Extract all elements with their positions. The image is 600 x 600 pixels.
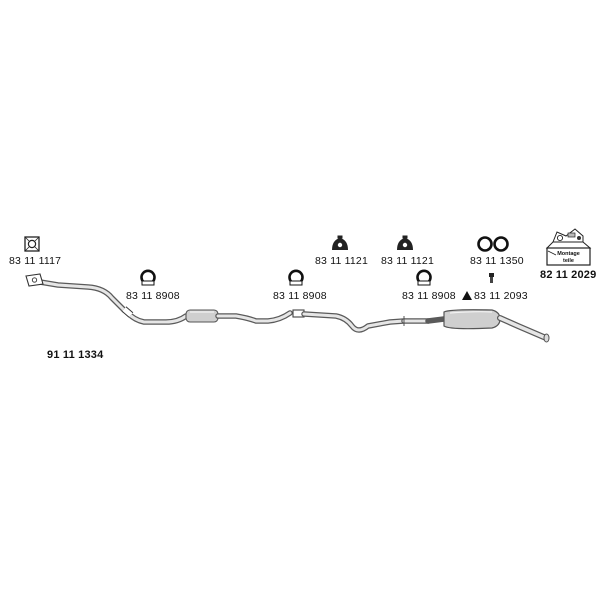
clamp-3-label: 83 11 8908 — [402, 290, 456, 302]
parts-box-icon: Montage teile — [545, 228, 592, 266]
montage-kit-box-line2: teile — [563, 258, 574, 264]
rubber-hanger-icon — [332, 235, 348, 250]
rubber-rings-label: 83 11 1350 — [470, 255, 524, 267]
montage-kit-label: 82 11 2029 — [540, 269, 596, 281]
double-ring-icon — [477, 236, 509, 252]
middle-pipe-section — [121, 306, 189, 325]
pipe-clamp-icon — [416, 269, 432, 286]
exhaust-system-label: 91 11 1334 — [47, 349, 104, 361]
flange-gasket-label: 83 11 1117 — [9, 255, 61, 267]
clamp-1-label: 83 11 8908 — [126, 290, 180, 302]
rear-intermediate-pipe — [301, 311, 431, 333]
rear-muffler — [425, 309, 501, 330]
bolt-icon — [489, 273, 494, 283]
pipe-clamp-icon — [288, 269, 304, 286]
rubber-mount-1-label: 83 11 1121 — [315, 255, 368, 267]
triangle-icon — [462, 291, 472, 300]
middle-muffler — [185, 309, 219, 323]
clamp-2-label: 83 11 8908 — [273, 290, 327, 302]
front-downpipe — [25, 273, 127, 313]
intermediate-pipe — [215, 310, 293, 324]
pipe-clamp-icon — [140, 269, 156, 286]
bolt-label: 83 11 2093 — [474, 290, 528, 302]
tail-pipe — [497, 315, 550, 343]
rubber-mount-2-label: 83 11 1121 — [381, 255, 434, 267]
rubber-hanger-icon — [397, 235, 413, 250]
montage-kit-box-line1: Montage — [557, 251, 580, 257]
square-flange-icon — [24, 236, 40, 252]
